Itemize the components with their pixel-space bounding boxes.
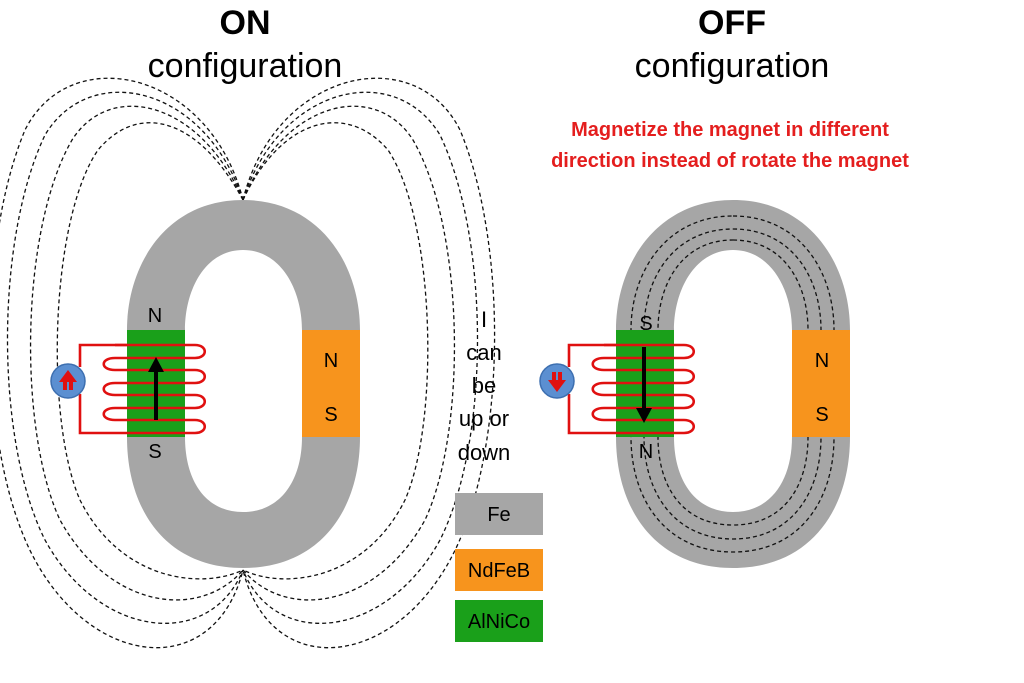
off-title: OFF — [698, 4, 766, 42]
current-note-line-2: can — [466, 340, 501, 365]
legend-label-ndfeb: NdFeB — [468, 560, 530, 582]
on-subtitle: configuration — [148, 47, 343, 85]
current-note-line-4: up or — [459, 406, 509, 431]
off-ndfeb-block — [792, 330, 850, 437]
legend-swatch-fe — [455, 493, 543, 535]
off-note-line-1: Magnetize the magnet in different — [571, 119, 889, 141]
off-panel: OFF configuration Magnetize the magnet i… — [539, 4, 909, 568]
off-ndfeb-pole-bottom: S — [815, 404, 828, 426]
on-ndfeb-pole-top: N — [324, 350, 338, 372]
on-panel: ON configuration — [0, 4, 496, 649]
on-alnico-pole-bottom: S — [148, 441, 161, 463]
on-ndfeb-pole-bottom: S — [324, 404, 337, 426]
off-current-source-icon — [539, 363, 575, 399]
on-alnico-pole-top: N — [148, 305, 162, 327]
current-note: I can be up or down — [458, 307, 511, 465]
on-magnetization-arrow-icon — [148, 357, 164, 420]
legend-label-fe: Fe — [487, 504, 510, 526]
legend-label-alnico: AlNiCo — [468, 611, 530, 633]
legend: Fe NdFeB AlNiCo — [455, 493, 543, 642]
off-fe-yoke — [616, 200, 850, 568]
off-subtitle: configuration — [635, 47, 830, 85]
off-internal-field-lines — [630, 215, 835, 553]
current-note-line-5: down — [458, 440, 511, 465]
on-title: ON — [220, 4, 271, 42]
off-alnico-pole-bottom: N — [639, 441, 653, 463]
current-note-line-1: I — [481, 307, 487, 332]
legend-swatch-ndfeb — [455, 549, 543, 591]
legend-swatch-alnico — [455, 600, 543, 642]
on-coil — [78, 343, 207, 435]
off-alnico-pole-top: S — [639, 313, 652, 335]
off-ndfeb-pole-top: N — [815, 350, 829, 372]
off-coil — [567, 343, 696, 435]
on-current-source-icon — [50, 363, 86, 399]
off-magnetization-arrow-icon — [636, 347, 652, 423]
on-fe-yoke — [127, 200, 360, 568]
current-note-line-3: be — [472, 373, 496, 398]
off-note-line-2: direction instead of rotate the magnet — [551, 150, 909, 172]
on-external-field-lines — [0, 77, 496, 649]
on-ndfeb-block — [302, 330, 360, 437]
